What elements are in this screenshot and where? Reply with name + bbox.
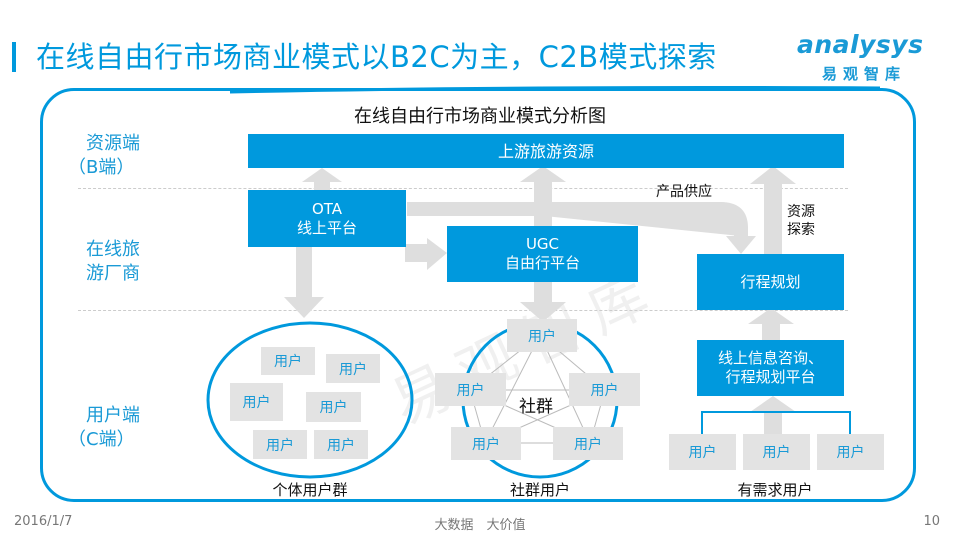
consult-platform-box: 线上信息咨询、 行程规划平台 — [697, 340, 844, 396]
community-user-box: 用户 — [451, 427, 521, 460]
arrow-ugc-down-shaft — [534, 282, 552, 304]
logo-swoosh-icon: a — [797, 30, 815, 59]
demand-user-box: 用户 — [669, 434, 736, 470]
explore-label-line: 探索 — [787, 222, 815, 238]
row-label-resource: 资源端 （B端） — [68, 132, 140, 180]
caption-individual-users: 个体用户群 — [272, 481, 348, 499]
page-number: 10 — [923, 514, 940, 529]
logo-text: nalysys — [814, 30, 924, 59]
arrow-ota-ugc-shaft — [405, 244, 427, 262]
upstream-resources-bar: 上游旅游资源 — [248, 134, 844, 168]
itinerary-planning-box: 行程规划 — [697, 254, 844, 310]
user-box: 用户 — [261, 347, 315, 375]
row-label-line: 用户端 — [86, 405, 140, 426]
row-label-line: 资源端 — [86, 133, 140, 154]
arrow-consult-up-head — [748, 308, 794, 324]
arrow-users-up-head — [750, 396, 796, 412]
upstream-resources-label: 上游旅游资源 — [497, 141, 594, 161]
analysys-logo: analysys — [797, 30, 923, 59]
caption-demand-users: 有需求用户 — [737, 481, 813, 499]
explore-label: 资源 探索 — [787, 203, 815, 239]
arrow-ugc-up-head — [520, 166, 566, 182]
footer-date: 2016/1/7 — [14, 514, 73, 529]
arrow-ota-ugc-head — [427, 238, 447, 270]
logo-chinese: 易观智库 — [822, 65, 907, 83]
arrow-ota-up — [302, 168, 342, 190]
ota-platform-box: OTA 线上平台 — [248, 190, 406, 247]
arrow-ugc-down-head — [520, 302, 566, 322]
arrow-explore-up-head — [750, 166, 796, 184]
community-center-label: 社群 — [519, 397, 553, 417]
ugc-sublabel: 自由行平台 — [504, 254, 580, 272]
community-user-box: 用户 — [435, 373, 506, 406]
community-user-box: 用户 — [569, 373, 640, 406]
arrow-consult-up-shaft — [762, 322, 780, 340]
ota-label: OTA — [311, 199, 343, 218]
row-label-line: （C端） — [68, 429, 135, 450]
user-box: 用户 — [230, 383, 283, 421]
row-label-line: 游厂商 — [86, 263, 140, 284]
user-box: 用户 — [306, 392, 361, 422]
user-box: 用户 — [253, 430, 307, 459]
row-label-user: 用户端 （C端） — [68, 404, 140, 452]
arrow-users-up-shaft — [764, 410, 782, 434]
user-box: 用户 — [314, 430, 368, 459]
arrow-ota-down-shaft — [296, 247, 312, 297]
consult-sublabel: 行程规划平台 — [725, 368, 816, 386]
footer-slogan: 大数据 大价值 — [434, 518, 526, 533]
demand-user-box: 用户 — [817, 434, 884, 470]
row-label-ota: 在线旅 游厂商 — [86, 238, 140, 286]
caption-community-users: 社群用户 — [509, 481, 570, 499]
row-label-line: 在线旅 — [86, 239, 140, 260]
ota-sublabel: 线上平台 — [296, 218, 357, 237]
supply-label: 产品供应 — [656, 184, 712, 200]
arrow-explore-up-shaft — [764, 182, 782, 254]
explore-label-line: 资源 — [787, 204, 815, 220]
page-title: 在线自由行市场商业模式以B2C为主，C2B模式探索 — [36, 40, 717, 74]
demand-user-box: 用户 — [743, 434, 810, 470]
arrow-ota-down-head — [284, 297, 324, 318]
title-accent-bar — [12, 42, 16, 72]
community-user-box: 用户 — [507, 319, 577, 352]
individual-users-ellipse — [206, 321, 414, 479]
itinerary-label: 行程规划 — [740, 272, 801, 291]
community-user-box: 用户 — [553, 427, 623, 460]
user-box: 用户 — [326, 354, 380, 383]
row-divider — [78, 310, 848, 311]
diagram-frame — [40, 88, 916, 502]
row-label-line: （B端） — [68, 157, 135, 178]
users-connector — [701, 411, 851, 434]
row-divider — [78, 188, 848, 189]
ugc-label: UGC — [525, 235, 560, 253]
ugc-platform-box: UGC 自由行平台 — [447, 226, 638, 282]
consult-label: 线上信息咨询、 — [717, 349, 823, 367]
diagram-title: 在线自由行市场商业模式分析图 — [354, 106, 606, 127]
